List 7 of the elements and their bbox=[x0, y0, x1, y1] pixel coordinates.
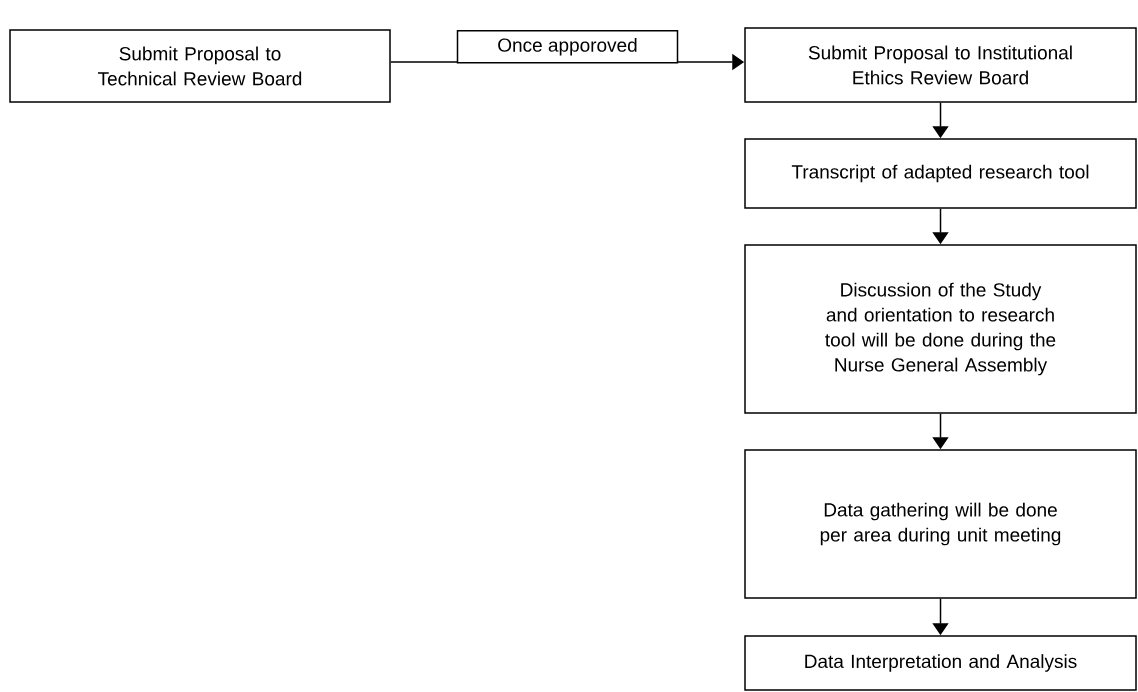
process-box: Discussion of the Study and orientation to research tool will be done during the Nurse General Assembly bbox=[744, 244, 1137, 414]
process-box: Data gathering will be done per area during unit meeting bbox=[744, 449, 1137, 599]
process-box: Data Interpretation and Analysis bbox=[744, 635, 1137, 691]
edge-label: Once apporoved bbox=[456, 30, 679, 64]
process-box: Submit Proposal to Institutional Ethics Review Board bbox=[744, 27, 1137, 103]
process-box: Transcript of adapted research tool bbox=[744, 138, 1137, 209]
process-box: Submit Proposal to Technical Review Board bbox=[9, 29, 391, 103]
